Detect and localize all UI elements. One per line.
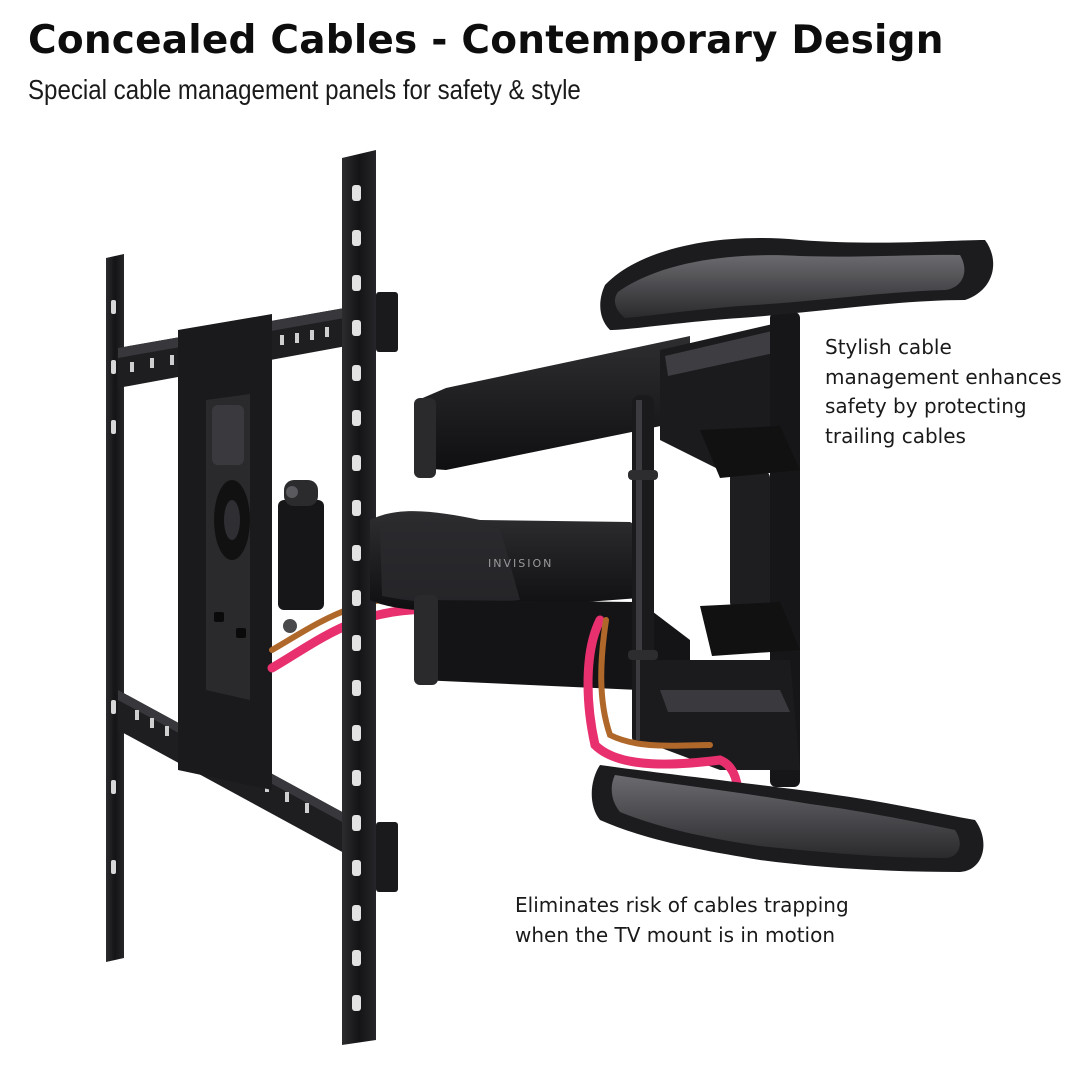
top-bracket-pad — [600, 237, 994, 330]
brand-logo: INVISION — [488, 557, 553, 570]
swivel-joint — [278, 480, 324, 633]
cable-safety-callout: Stylish cable management enhances safety… — [825, 333, 1062, 451]
lower-cable-housing — [640, 660, 800, 770]
callout-line: when the TV mount is in motion — [515, 922, 836, 947]
callout-line: management enhances — [825, 364, 1062, 389]
main-arm: INVISION — [370, 511, 646, 611]
cable-motion-callout: Eliminates risk of cables trapping when … — [515, 891, 849, 950]
wall-plate — [178, 314, 272, 790]
callout-line: safety by protecting — [825, 394, 1027, 418]
callout-line: Eliminates risk of cables trapping — [515, 893, 849, 917]
right-vertical-rail — [342, 150, 398, 1045]
callout-line: trailing cables — [825, 423, 966, 448]
upper-arm — [414, 336, 690, 478]
lower-arm — [414, 595, 690, 720]
hinge-posts — [628, 395, 658, 745]
bottom-bracket-pad — [591, 765, 984, 872]
left-vertical-rail — [106, 254, 124, 962]
page-subtitle: Special cable management panels for safe… — [28, 74, 581, 105]
callout-line: Stylish cable — [825, 335, 952, 359]
page-title: Concealed Cables - Contemporary Design — [28, 18, 944, 63]
